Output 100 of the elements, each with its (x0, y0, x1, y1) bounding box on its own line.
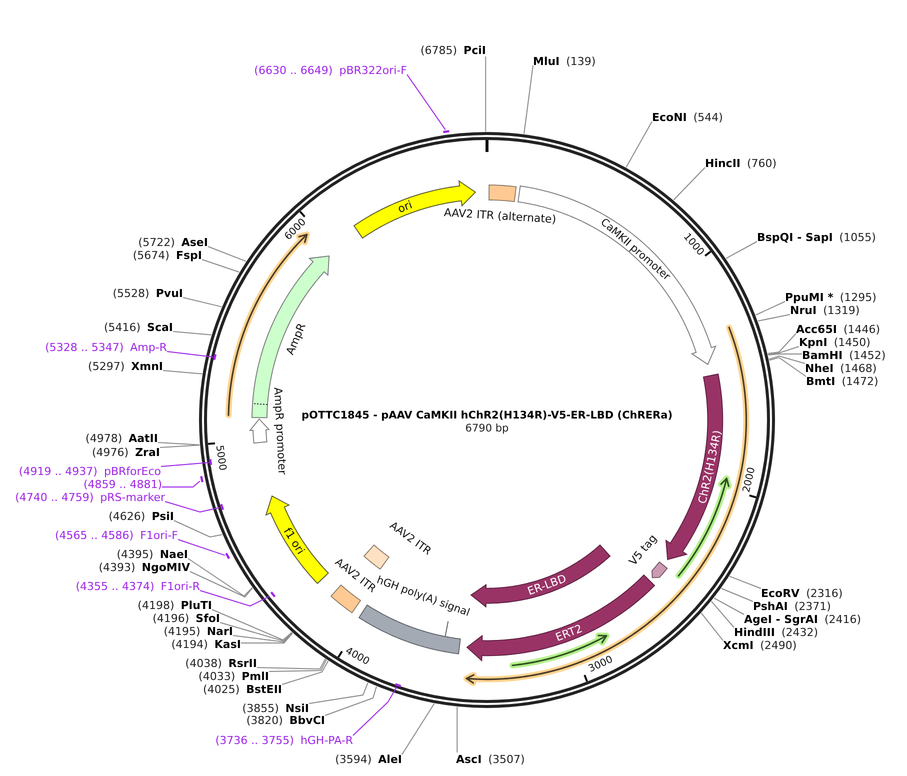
leader-line (220, 622, 293, 642)
feature-label: V5 tag (626, 532, 660, 568)
primer-label: (4919 .. 4937) pBRforEco (18, 464, 161, 478)
leader-line (710, 600, 734, 628)
restriction-site-label: (4393) NgoMIV (98, 560, 190, 574)
sequence-length: 6790 bp (465, 422, 509, 436)
leader-line (160, 444, 200, 448)
leader-line (308, 682, 368, 704)
leader-line (282, 660, 329, 685)
restriction-site-label: (5674) FspI (132, 248, 202, 262)
leader-line (166, 351, 214, 358)
leader-line (406, 74, 446, 130)
leader-line (402, 703, 435, 755)
primer-label: (5328 .. 5347) Amp-R (45, 340, 167, 354)
restriction-site-label: (3820) BbvCI (246, 714, 325, 726)
leader-line (160, 462, 210, 467)
restriction-site-label: Acc65I (1446) (796, 322, 880, 336)
leader-line (208, 246, 247, 262)
leader-line (256, 658, 326, 670)
restriction-site-label: (4195) NarI (164, 624, 233, 638)
restriction-site-label: AscI (3507) (456, 752, 525, 766)
leader-line (212, 609, 292, 641)
restriction-site-label: KpnI (1450) (799, 336, 870, 348)
restriction-site-label: (4025) BstEII (203, 682, 282, 696)
primer-label: (4859 .. 4881) (83, 478, 162, 490)
leader-line (755, 301, 786, 316)
leader-line (174, 520, 223, 538)
primer-label: (4565 .. 4586) F1ori-F (55, 528, 178, 542)
scale-label: 4000 (343, 646, 371, 668)
restriction-site-label: (4978) AatII (86, 432, 158, 444)
primer-label: (3736 .. 3755) hGH-PA-R (215, 734, 353, 746)
leader-line (726, 241, 758, 259)
restriction-site-label: XcmI (2490) (723, 638, 797, 652)
leader-line (767, 333, 796, 354)
leader-line (200, 590, 270, 607)
feature-label: AAV2 ITR (alternate) (443, 206, 556, 226)
restriction-site-label: (4033) PmlI (198, 670, 269, 682)
restriction-site-label: PpuMI * (1295) (785, 290, 876, 304)
leader-line (162, 370, 203, 374)
feature-label: AmpR promoter (272, 386, 290, 475)
restriction-site-label: (3855) NsiI (242, 702, 309, 714)
restriction-site-label: (4196) SfoI (152, 612, 220, 624)
restriction-site-label: BspQI - SapI (1055) (757, 230, 876, 244)
restriction-site-label: MluI (139) (533, 54, 596, 68)
plasmid-title: pOTTC1845 - pAAV CaMKII hChR2(H134R)-V5-ER-LBD (ChRERa) (302, 410, 672, 422)
restriction-site-label: (4395) NaeI (116, 548, 188, 560)
leader-line (700, 612, 724, 641)
leader-line (524, 65, 534, 134)
restriction-site-label: BmtI (1472) (806, 374, 878, 388)
scale-label: 2000 (742, 466, 758, 494)
leader-line (768, 354, 802, 356)
leader-line (178, 539, 226, 556)
feature-label: ori (396, 198, 414, 216)
restriction-site-label: EcoRV (2316) (761, 586, 843, 600)
restriction-site-label: (5722) AseI (138, 236, 208, 248)
leader-line (626, 121, 652, 168)
leader-line (268, 659, 327, 672)
primer-label: (4740 .. 4759) pRS-marker (15, 490, 165, 504)
restriction-site-label: PshAI (2371) (753, 600, 831, 612)
leader-line (456, 706, 458, 753)
restriction-site-label: (4194) KasI (171, 638, 241, 650)
restriction-site-label: HindIII (2432) (734, 626, 818, 638)
primer-label: (4355 .. 4374) F1ori-R (76, 580, 200, 592)
restriction-site-label: AgeI - SgrAI (2416) (744, 612, 862, 626)
restriction-site-label: (6785) PciI (420, 44, 486, 56)
leader-line (714, 598, 744, 615)
leader-line (202, 259, 240, 273)
restriction-site-label: (4626) PsiI (108, 510, 174, 522)
restriction-site-label: (5416) ScaI (104, 320, 173, 334)
leader-line (768, 356, 806, 377)
leader-line (162, 480, 200, 488)
leader-line (232, 632, 293, 643)
primer-label: (6630 .. 6649) pBR322ori-F (254, 64, 407, 76)
restriction-site-label: NruI (1319) (790, 304, 860, 316)
leader-line (720, 588, 754, 602)
leader-line (768, 355, 806, 364)
leader-line (757, 314, 790, 322)
scale-label: 5000 (213, 445, 226, 472)
leader-line (324, 686, 377, 716)
restriction-site-label: NheI (1468) (805, 362, 877, 374)
restriction-site-label: (4038) RsrII (185, 656, 257, 670)
leader-line (188, 558, 253, 597)
leader-line (190, 571, 253, 598)
leader-line (164, 501, 220, 513)
leader-line (767, 346, 800, 356)
restriction-site-label: (4198) PluTI (138, 598, 212, 612)
leader-line (352, 686, 398, 736)
restriction-site-label: EcoNI (544) (652, 110, 723, 124)
restriction-site-label: (4976) ZraI (92, 446, 160, 458)
restriction-site-label: (5528) PvuI (112, 286, 183, 300)
leader-line (172, 331, 212, 336)
restriction-site-label: (5297) XmnI (88, 360, 163, 372)
feature-label: ERT2 (554, 622, 584, 644)
scale-label: 3000 (586, 655, 614, 675)
leader-line (729, 576, 762, 589)
leader-line (158, 442, 200, 446)
leader-line (673, 167, 706, 200)
restriction-site-label: (3594) AleI (335, 752, 402, 766)
feature-label: f1 ori (280, 525, 307, 556)
restriction-site-label: BamHI (1452) (802, 348, 886, 362)
